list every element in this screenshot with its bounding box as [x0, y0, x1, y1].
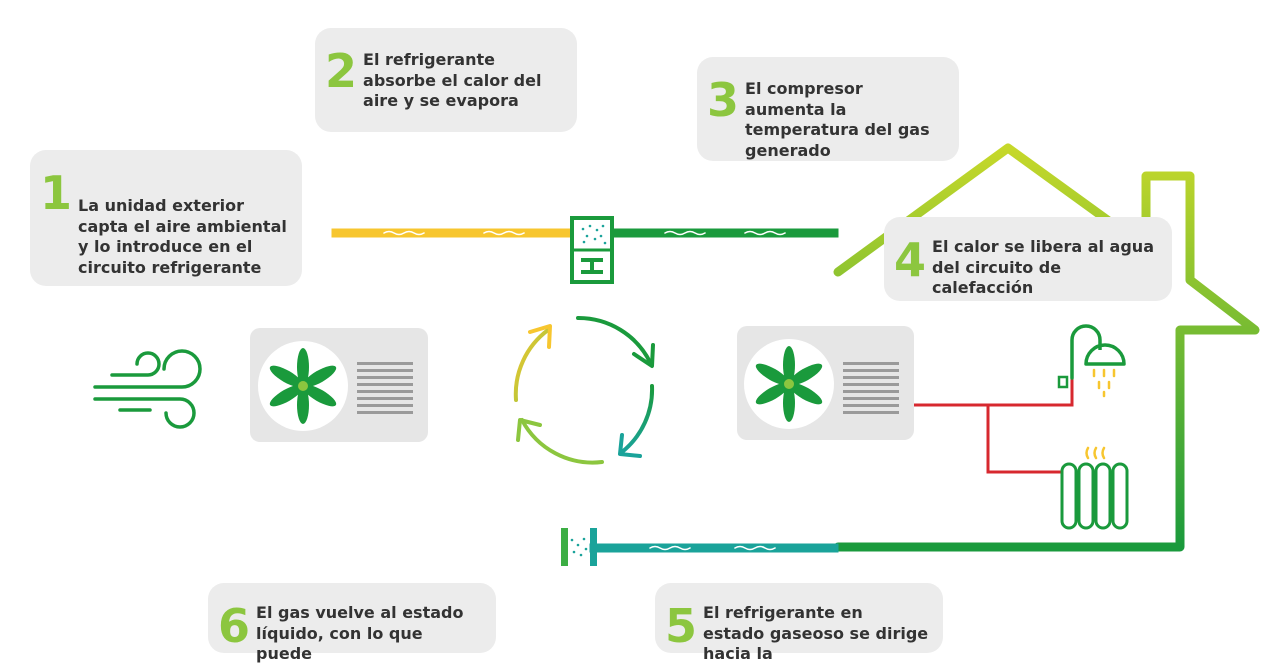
step-text: El compresor aumenta la temperatura del …: [745, 79, 930, 160]
radiator-icon: [1060, 446, 1129, 530]
step-number: 4: [894, 233, 927, 287]
house-outline-icon: [833, 143, 1260, 552]
step-card-3: 3 El compresor aumenta la temperatura de…: [697, 57, 959, 161]
step-text: El refrigerante absorbe el calor del air…: [363, 50, 542, 110]
step-card-2: 2 El refrigerante absorbe el calor del a…: [315, 28, 577, 132]
step-number: 1: [40, 166, 73, 220]
wind-icon: [93, 349, 202, 429]
hot-water-pipes: [914, 365, 1074, 474]
step-text: La unidad exterior capta el aire ambient…: [78, 196, 287, 277]
step-card-5: 5 El refrigerante en estado gaseoso se d…: [655, 583, 943, 663]
indoor-fan-unit-icon: [737, 326, 914, 440]
step-card-1: 1 La unidad exterior capta el aire ambie…: [30, 150, 302, 286]
step-text: El refrigerante en estado gaseoso se dir…: [703, 603, 929, 663]
step-card-6: 6 El gas vuelve al estado líquido, con l…: [208, 583, 496, 663]
shower-icon: [1057, 324, 1126, 398]
step-number: 5: [665, 599, 698, 653]
flow-marks: [383, 230, 786, 551]
expansion-valve-icon: [561, 528, 597, 566]
step-text: El calor se libera al agua del circuito …: [932, 237, 1154, 297]
evaporator-icon: [570, 216, 614, 284]
cycle-arrows-icon: [513, 315, 655, 465]
outdoor-fan-unit-icon: [250, 328, 428, 442]
heat-pump-diagram: [93, 143, 1260, 566]
step-card-4: 4 El calor se libera al agua del circuit…: [884, 217, 1172, 301]
step-number: 2: [325, 44, 358, 98]
step-number: 3: [707, 73, 740, 127]
step-number: 6: [218, 599, 251, 653]
step-text: El gas vuelve al estado líquido, con lo …: [256, 603, 464, 663]
